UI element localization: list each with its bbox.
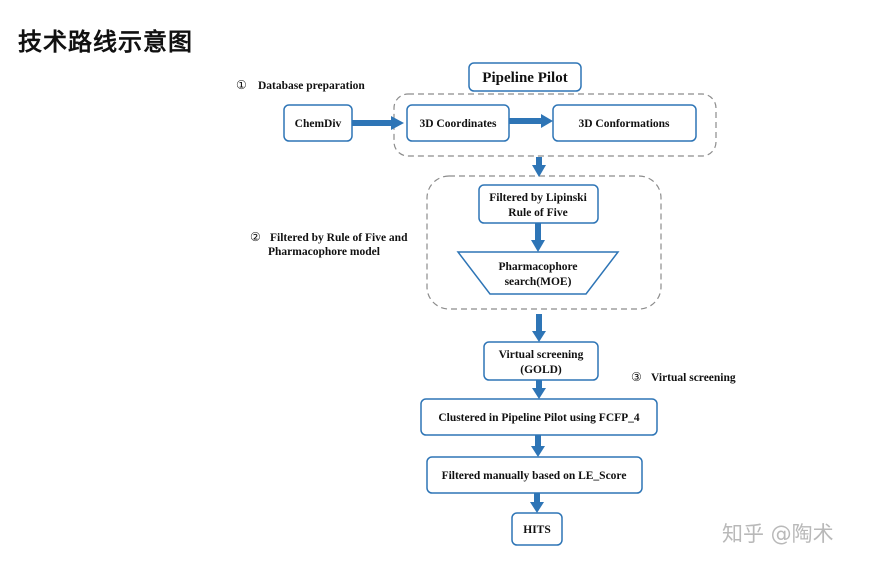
arrow-virtual-screening-to-clustered (532, 380, 546, 399)
step2-annotation: ② Filtered by Rule of Five and Pharmacop… (250, 230, 408, 258)
pharmacophore-trapezoid: Pharmacophore search(MOE) (456, 251, 620, 295)
watermark: 知乎 @陶术 (722, 522, 834, 546)
arrow-clustered-to-filtered-le (531, 435, 545, 457)
arrow-pipeline-to-filter-group (532, 157, 546, 177)
arrow-filter-group-to-virtual-screening (532, 314, 546, 342)
virtual-screening-label-line1: Virtual screening (499, 349, 584, 361)
filtered-le-label: Filtered manually based on LE_Score (442, 470, 627, 482)
pharmacophore-label-line1: Pharmacophore (498, 261, 577, 273)
step2-number: ② (250, 230, 261, 244)
hits-label: HITS (523, 524, 551, 536)
filtered-le-box: Filtered manually based on LE_Score (426, 456, 643, 494)
conformations-3d-label: 3D Conformations (578, 118, 670, 130)
pipeline-pilot-box: Pipeline Pilot (468, 62, 582, 92)
coords-3d-box: 3D Coordinates (406, 104, 510, 142)
hits-box: HITS (511, 512, 563, 546)
chemdiv-box: ChemDiv (283, 104, 353, 142)
chemdiv-label: ChemDiv (295, 118, 342, 130)
lipinski-label-line1: Filtered by Lipinski (489, 192, 587, 204)
coords-3d-label: 3D Coordinates (420, 118, 498, 130)
virtual-screening-box: Virtual screening (GOLD) (483, 341, 599, 381)
filter-group-dashed (426, 175, 662, 310)
arrow-lipinski-to-pharmacophore (531, 223, 545, 252)
step3-label: Virtual screening (651, 372, 736, 384)
lipinski-box: Filtered by Lipinski Rule of Five (478, 184, 599, 224)
step3-annotation: ③ Virtual screening (631, 370, 736, 384)
pharmacophore-label-line2: search(MOE) (505, 276, 572, 288)
step1-annotation: ① Database preparation (236, 78, 365, 92)
arrow-chemdiv-to-coords (352, 116, 404, 130)
lipinski-label-line2: Rule of Five (508, 207, 567, 219)
clustered-box: Clustered in Pipeline Pilot using FCFP_4 (420, 398, 658, 436)
pipeline-pilot-label: Pipeline Pilot (482, 70, 567, 86)
virtual-screening-label-line2: (GOLD) (520, 364, 562, 376)
page-title: 技术路线示意图 (18, 28, 193, 56)
conformations-3d-box: 3D Conformations (552, 104, 697, 142)
step1-number: ① (236, 78, 247, 92)
step1-label: Database preparation (258, 80, 365, 92)
arrow-coords-to-conformations (509, 114, 553, 128)
step3-number: ③ (631, 370, 642, 384)
step2-label-line1: Filtered by Rule of Five and (270, 232, 408, 244)
clustered-label: Clustered in Pipeline Pilot using FCFP_4 (438, 412, 640, 424)
arrow-filtered-le-to-hits (530, 493, 544, 513)
step2-label-line2: Pharmacophore model (268, 246, 380, 258)
